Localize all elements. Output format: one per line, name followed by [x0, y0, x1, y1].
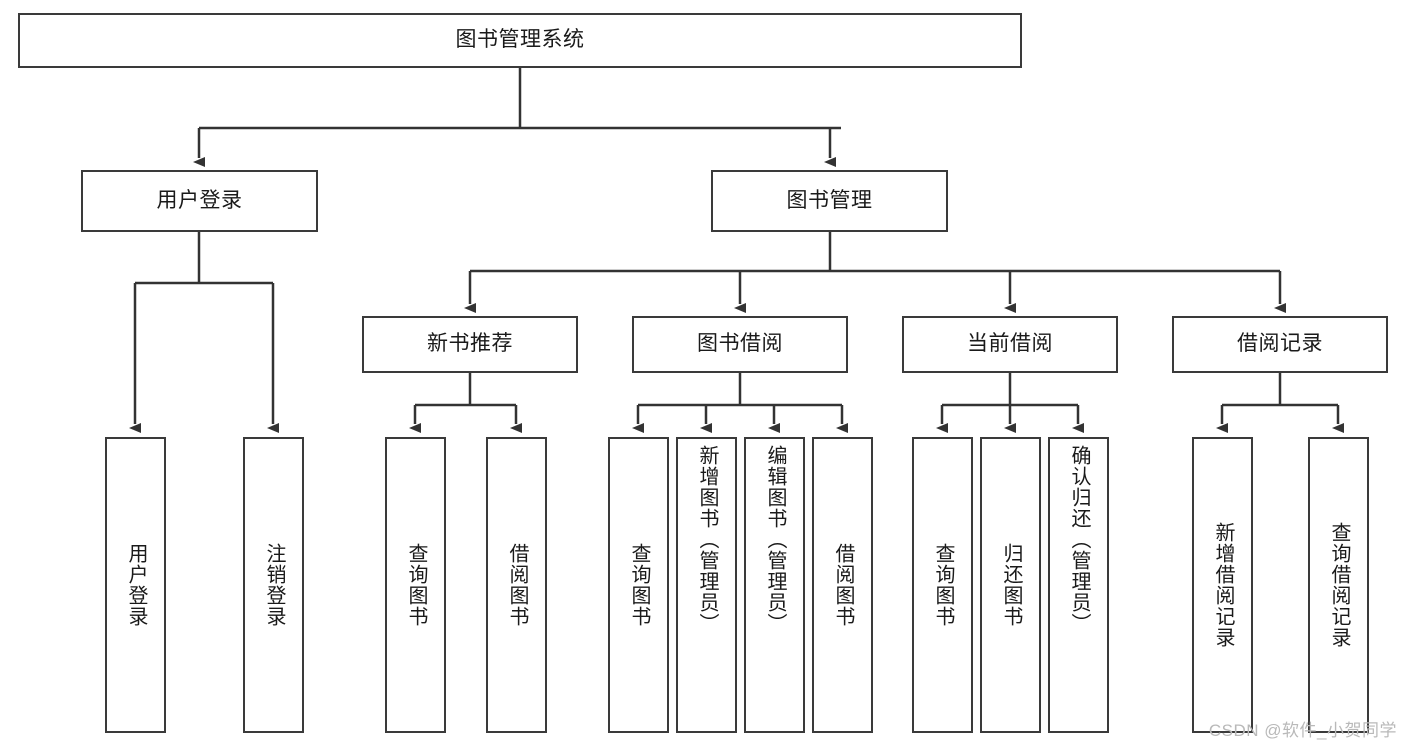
- node-leaf-borrow-book-1-label: 借阅图书: [506, 543, 528, 627]
- node-leaf-borrow-book-1[interactable]: 借阅图书: [486, 437, 547, 733]
- node-leaf-borrow-book-2[interactable]: 借阅图书: [812, 437, 873, 733]
- node-borrow-record-label: 借阅记录: [1237, 332, 1323, 356]
- node-leaf-edit-book-label: 编辑图书（管理员）: [764, 445, 786, 634]
- node-leaf-edit-book[interactable]: 编辑图书（管理员）: [744, 437, 805, 733]
- node-leaf-query-record-label: 查询借阅记录: [1328, 522, 1350, 648]
- node-leaf-return-book-label: 归还图书: [1000, 543, 1022, 627]
- node-leaf-query-book-2[interactable]: 查询图书: [608, 437, 669, 733]
- node-leaf-query-book-1[interactable]: 查询图书: [385, 437, 446, 733]
- node-leaf-add-book[interactable]: 新增图书（管理员）: [676, 437, 737, 733]
- node-leaf-query-book-3[interactable]: 查询图书: [912, 437, 973, 733]
- node-leaf-confirm-return[interactable]: 确认归还（管理员）: [1048, 437, 1109, 733]
- node-leaf-borrow-book-2-label: 借阅图书: [832, 543, 854, 627]
- node-leaf-user-login[interactable]: 用户登录: [105, 437, 166, 733]
- node-current-borrow-label: 当前借阅: [967, 332, 1053, 356]
- node-user-login-label: 用户登录: [156, 188, 243, 212]
- node-leaf-query-record[interactable]: 查询借阅记录: [1308, 437, 1369, 733]
- node-borrow-record[interactable]: 借阅记录: [1172, 316, 1388, 373]
- node-user-login[interactable]: 用户登录: [81, 170, 318, 232]
- node-current-borrow[interactable]: 当前借阅: [902, 316, 1118, 373]
- node-leaf-return-book[interactable]: 归还图书: [980, 437, 1041, 733]
- node-leaf-user-logout-label: 注销登录: [263, 543, 285, 627]
- node-book-borrow-label: 图书借阅: [697, 332, 783, 356]
- node-leaf-user-login-label: 用户登录: [125, 543, 147, 627]
- node-root-label: 图书管理系统: [455, 28, 585, 52]
- node-leaf-query-book-1-label: 查询图书: [405, 543, 427, 627]
- node-leaf-user-logout[interactable]: 注销登录: [243, 437, 304, 733]
- node-leaf-add-book-label: 新增图书（管理员）: [696, 445, 718, 634]
- node-leaf-add-record[interactable]: 新增借阅记录: [1192, 437, 1253, 733]
- node-leaf-query-book-3-label: 查询图书: [932, 543, 954, 627]
- node-leaf-confirm-return-label: 确认归还（管理员）: [1068, 445, 1090, 634]
- node-new-book-recommend-label: 新书推荐: [427, 332, 513, 356]
- node-leaf-query-book-2-label: 查询图书: [628, 543, 650, 627]
- node-book-borrow[interactable]: 图书借阅: [632, 316, 848, 373]
- node-root[interactable]: 图书管理系统: [18, 13, 1022, 68]
- watermark-text: CSDN @软件_小贺同学: [1208, 721, 1397, 740]
- node-book-manage-label: 图书管理: [786, 188, 873, 212]
- node-book-manage[interactable]: 图书管理: [711, 170, 948, 232]
- node-new-book-recommend[interactable]: 新书推荐: [362, 316, 578, 373]
- node-leaf-add-record-label: 新增借阅记录: [1212, 522, 1234, 648]
